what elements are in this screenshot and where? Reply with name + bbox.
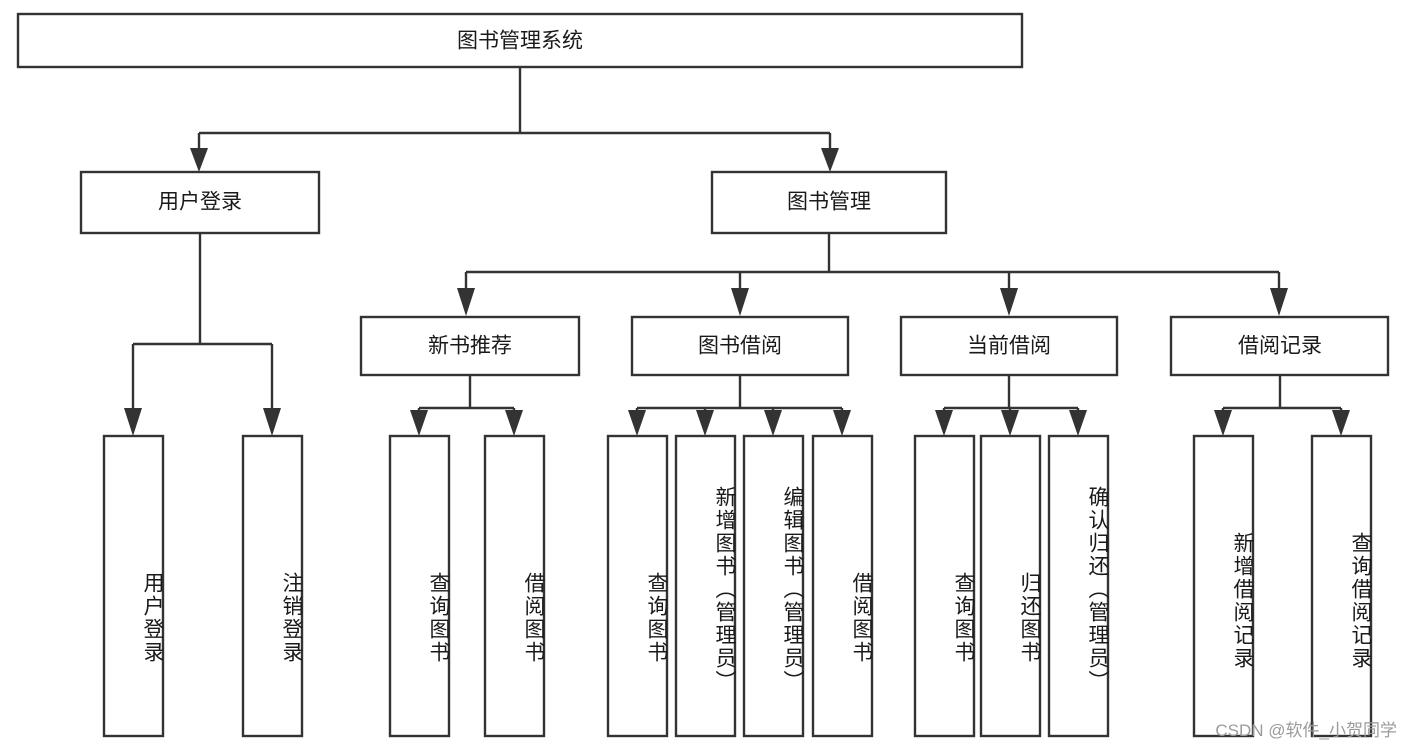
arrow-head-icon: [1270, 288, 1288, 316]
arrow-head-icon: [1069, 410, 1087, 436]
arrow-head-icon: [124, 408, 142, 436]
arrow-head-icon: [731, 288, 749, 316]
node-book-borrow[interactable]: 图书借阅: [630, 315, 850, 377]
connector-book-borrow-to-leaves: [628, 375, 851, 436]
node-current-borrow-label: 当前借阅: [967, 335, 1051, 358]
arrow-head-icon: [457, 288, 475, 316]
arrow-head-icon: [764, 410, 782, 436]
node-root-rect[interactable]: [16, 12, 1024, 69]
connector-user-login-to-leaves: [124, 233, 281, 436]
arrow-head-icon: [628, 410, 646, 436]
connector-root-to-level2: [190, 67, 839, 172]
node-root-label: 图书管理系统: [457, 30, 583, 53]
leaf-box-confirm-return-admin[interactable]: [1047, 434, 1110, 738]
connector-current-borrow-to-leaves: [935, 375, 1087, 436]
arrow-head-icon: [696, 410, 714, 436]
leaf-box-query-book-1[interactable]: [388, 434, 451, 738]
node-user-login-rect[interactable]: [79, 170, 321, 235]
arrow-head-icon: [1332, 410, 1350, 436]
leaf-box-borrow-book-1[interactable]: [483, 434, 546, 738]
leaf-box-logout[interactable]: [241, 434, 304, 738]
node-current-borrow-rect[interactable]: [899, 315, 1119, 377]
leaf-box-add-book-admin[interactable]: [674, 434, 737, 738]
connector-new-book-recommend-to-leaves: [410, 375, 523, 436]
arrow-head-icon: [1001, 410, 1019, 436]
leaf-box-user-login[interactable]: [102, 434, 165, 738]
node-book-management[interactable]: 图书管理: [710, 170, 948, 235]
arrow-head-icon: [505, 410, 523, 436]
watermark-text: CSDN @软件_小贺同学: [1215, 721, 1397, 740]
node-new-book-recommend-label: 新书推荐: [428, 335, 512, 358]
leaf-box-query-book-2[interactable]: [606, 434, 669, 738]
node-book-management-label: 图书管理: [787, 191, 871, 214]
node-book-borrow-label: 图书借阅: [698, 335, 782, 358]
node-new-book-recommend-rect[interactable]: [359, 315, 581, 377]
node-user-login-label: 用户登录: [158, 191, 242, 214]
arrow-head-icon: [1000, 288, 1018, 316]
leaf-box-query-borrow-record[interactable]: [1310, 434, 1373, 738]
arrow-head-icon: [1214, 410, 1232, 436]
arrow-head-icon: [190, 148, 208, 172]
arrow-head-icon: [935, 410, 953, 436]
arrow-head-icon: [410, 410, 428, 436]
leaf-box-borrow-book-2[interactable]: [811, 434, 874, 738]
node-borrow-records-label: 借阅记录: [1238, 335, 1322, 358]
connector-borrow-records-to-leaves: [1214, 375, 1350, 436]
connector-book-management-to-level3: [457, 233, 1288, 316]
node-new-book-recommend[interactable]: 新书推荐: [359, 315, 581, 377]
leaf-box-return-book[interactable]: [979, 434, 1042, 738]
leaf-box-add-borrow-record[interactable]: [1192, 434, 1255, 738]
leaf-box-edit-book-admin[interactable]: [742, 434, 805, 738]
node-current-borrow[interactable]: 当前借阅: [899, 315, 1119, 377]
arrow-head-icon: [263, 408, 281, 436]
arrow-head-icon: [821, 148, 839, 172]
node-user-login[interactable]: 用户登录: [79, 170, 321, 235]
leaf-box-query-book-3[interactable]: [913, 434, 976, 738]
node-borrow-records[interactable]: 借阅记录: [1169, 315, 1390, 377]
arrow-head-icon: [833, 410, 851, 436]
node-root[interactable]: 图书管理系统: [16, 12, 1024, 69]
